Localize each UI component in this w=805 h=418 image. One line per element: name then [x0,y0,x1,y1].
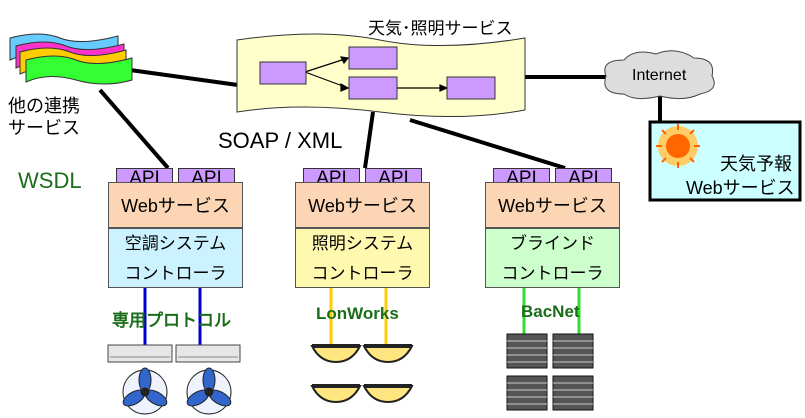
weather-lighting-service-title: 天気･照明サービス [368,19,513,38]
lighting-controller: 照明システム コントローラ [295,228,430,288]
weather-forecast-line2: Webサービス [686,178,795,198]
weather-forecast-line1: 天気予報 [720,154,792,174]
process-box-2 [348,46,398,70]
other-services-icon [9,33,133,85]
process-flow [304,56,449,92]
internet-cloud [604,50,715,100]
aircon-controller: 空調システム コントローラ [108,228,243,288]
link-other-to-aircon [98,88,170,170]
protocol-label: LonWorks [316,304,399,323]
other-services-line2: サービス [8,118,80,138]
blind-controller: ブラインド コントローラ [485,228,620,288]
soap-xml-label: SOAP / XML [218,128,343,153]
light-fixture-icon [310,344,414,404]
web-service-block: Webサービス [295,182,430,228]
web-service-block: Webサービス [485,182,620,228]
link-hub-to-lighting [363,111,375,169]
web-service-block: Webサービス [108,182,243,228]
process-box-3 [348,76,398,100]
protocol-label: BacNet [521,302,580,321]
wsdl-label: WSDL [18,168,82,193]
link-other-services [129,68,246,88]
other-services-line1: 他の連携 [8,96,80,116]
controller-line2: コントローラ [124,264,227,283]
process-box-1 [259,61,307,85]
aircon-unit-icon [107,344,241,363]
internet-label: Internet [632,67,687,84]
controller-line1: 空調システム [124,234,227,253]
link-hub-to-blinds [409,118,566,170]
sun-icon [656,124,700,168]
controller-line2: コントローラ [501,264,604,283]
fan-icon [122,367,232,415]
controller-line2: コントローラ [311,264,414,283]
protocol-label: 専用プロトコル [112,311,231,330]
controller-line1: ブラインド [510,234,595,253]
process-box-4 [446,76,496,100]
field-wires [143,288,581,345]
blind-icon [506,333,594,411]
controller-line1: 照明システム [311,234,414,253]
